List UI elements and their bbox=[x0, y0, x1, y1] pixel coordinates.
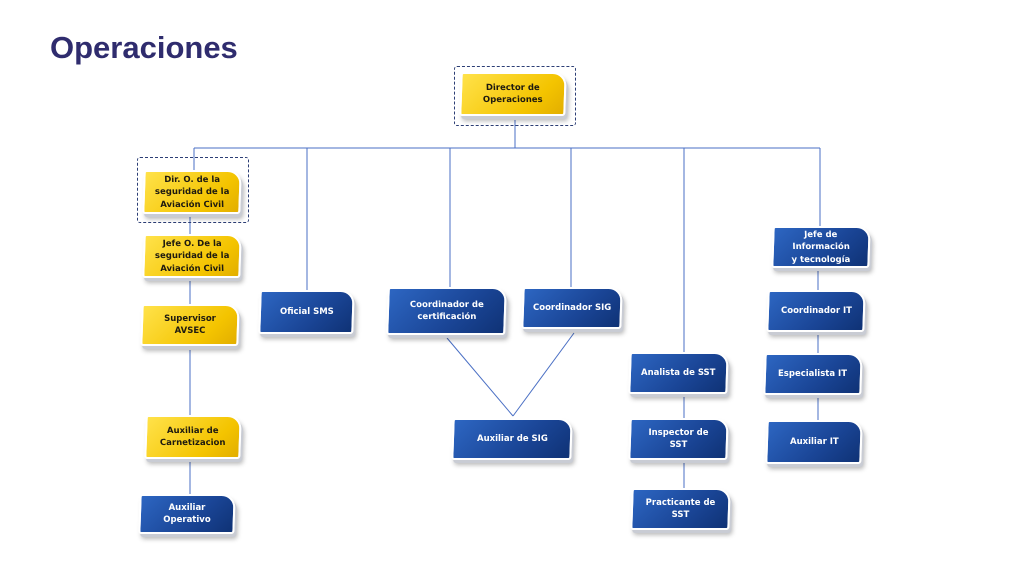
node-label: Especialista IT bbox=[778, 368, 848, 379]
node-label: Auxiliar Operativo bbox=[163, 502, 211, 525]
node-label: Auxiliar IT bbox=[789, 436, 839, 447]
node-supervisor-avsec: Supervisor AVSEC bbox=[140, 304, 240, 346]
node-label: Analista de SST bbox=[641, 367, 716, 378]
dir-seguridad-highlight-frame bbox=[137, 157, 249, 223]
connector-line bbox=[512, 332, 575, 417]
node-label: Supervisor AVSEC bbox=[164, 313, 216, 336]
connector-line bbox=[446, 337, 514, 417]
node-label: Coordinador IT bbox=[780, 305, 852, 316]
node-label: Inspector de SST bbox=[648, 427, 709, 450]
node-label: Auxiliar de SIG bbox=[476, 433, 548, 444]
node-practicante-sst: Practicante de SST bbox=[630, 488, 731, 530]
node-analista-sst: Analista de SST bbox=[628, 352, 729, 394]
node-inspector-sst: Inspector de SST bbox=[628, 418, 729, 460]
node-label: Practicante de SST bbox=[645, 497, 716, 520]
page-title: Operaciones bbox=[50, 30, 238, 65]
director-highlight-frame bbox=[454, 66, 576, 126]
node-auxiliar-operativo: Auxiliar Operativo bbox=[138, 494, 236, 534]
node-coordinador-sig: Coordinador SIG bbox=[521, 287, 623, 329]
node-auxiliar-sig: Auxiliar de SIG bbox=[451, 418, 573, 460]
node-oficial-sms: Oficial SMS bbox=[258, 290, 355, 334]
node-label: Coordinador SIG bbox=[532, 302, 612, 313]
node-label: Oficial SMS bbox=[279, 306, 334, 317]
node-coordinador-it: Coordinador IT bbox=[766, 290, 866, 332]
node-auxiliar-it: Auxiliar IT bbox=[765, 420, 863, 464]
node-especialista-it: Especialista IT bbox=[763, 353, 863, 395]
